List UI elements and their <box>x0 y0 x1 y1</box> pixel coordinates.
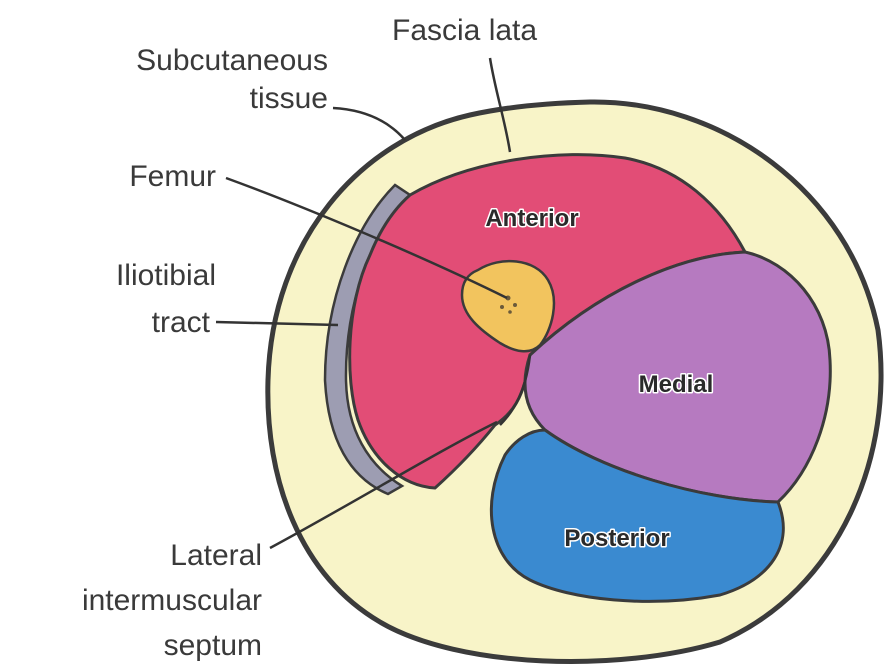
lateral-septum-label-line1: Lateral <box>170 539 262 572</box>
subcutaneous-tissue-label-line1: Subcutaneous <box>136 44 328 77</box>
medial-compartment-label: Medial <box>639 371 714 398</box>
fascia-lata-label: Fascia lata <box>392 14 537 47</box>
subcutaneous-leader <box>333 108 405 140</box>
iliotibial-tract-label-line2: tract <box>152 306 211 339</box>
femur-label: Femur <box>129 160 216 193</box>
posterior-compartment-label: Posterior <box>564 525 669 552</box>
lateral-septum-label-line2: intermuscular <box>82 584 262 617</box>
subcutaneous-tissue-label-line2: tissue <box>250 82 328 115</box>
lateral-septum-label-line3: septum <box>164 629 262 662</box>
anterior-compartment-label: Anterior <box>485 205 578 232</box>
iliotibial-tract-label-line1: Iliotibial <box>116 259 216 292</box>
